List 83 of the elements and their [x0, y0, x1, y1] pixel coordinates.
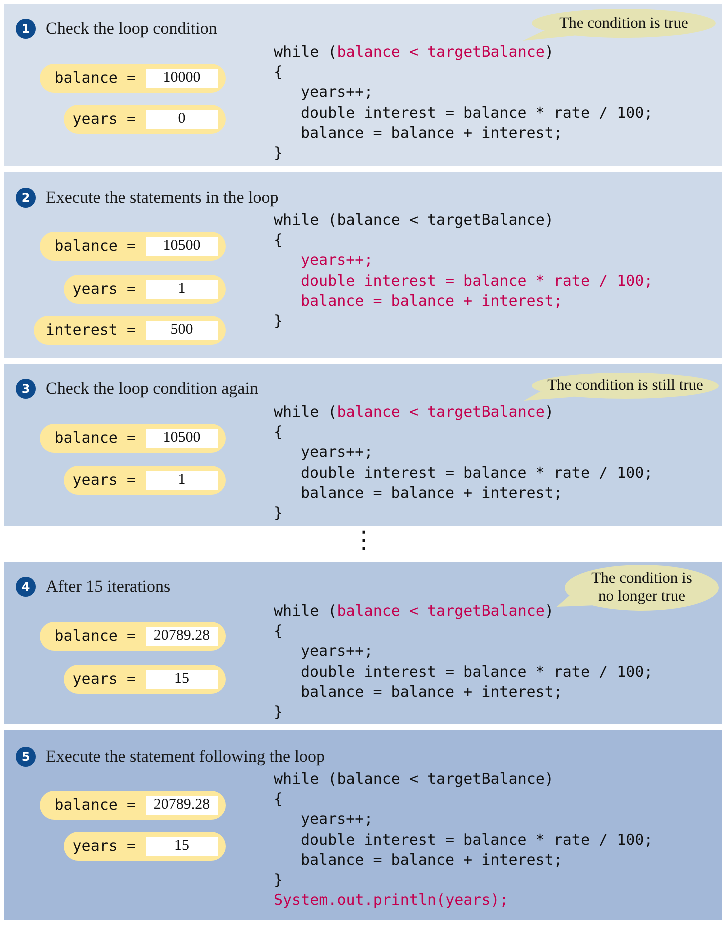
bubble-text: The condition is still true — [546, 377, 704, 395]
variable-tag — [40, 424, 226, 453]
variable-tag — [64, 105, 226, 134]
variable-name: balance = — [54, 237, 136, 256]
value-field: 20789.28 — [146, 627, 218, 646]
value-field: 1 — [146, 280, 218, 299]
code-line: double interest = balance * rate / 100; — [301, 662, 654, 681]
variable-tag — [64, 466, 226, 495]
variable-name: years = — [72, 110, 136, 129]
code-line: years++; — [301, 83, 374, 102]
value-field: 10500 — [146, 237, 218, 256]
variable-tag — [40, 791, 226, 820]
code-line: double interest = balance * rate / 100; — [301, 464, 654, 482]
step-number: 2 — [16, 188, 36, 208]
code-line: balance = balance + interest; — [301, 682, 563, 701]
code-line: double interest = balance * rate / 100; — [301, 272, 654, 290]
variable-name: years = — [72, 837, 136, 856]
value-field: 500 — [146, 321, 218, 340]
step-panel — [4, 364, 722, 526]
code-line: double interest = balance * rate / 100; — [301, 104, 654, 122]
code-line: balance = balance + interest; — [301, 292, 563, 310]
code-line: { — [274, 63, 284, 82]
code-line: { — [274, 790, 284, 808]
code-line: double interest = balance * rate / 100; — [301, 830, 654, 849]
step-heading: Check the loop condition — [46, 19, 218, 39]
variable-name: years = — [72, 471, 136, 490]
code-line: years++; — [301, 251, 374, 270]
bubble-text: The condition is no longer true — [590, 570, 694, 606]
code-line: years++; — [301, 443, 374, 462]
variable-name: balance = — [54, 796, 136, 815]
step-number: 5 — [16, 747, 36, 767]
code-line: while (balance < targetBalance) — [274, 211, 554, 229]
vertical-ellipsis: ⋮ — [352, 527, 376, 553]
step-heading: Execute the statements in the loop — [46, 188, 279, 208]
code-line: balance = balance + interest; — [301, 484, 563, 502]
step-number: 4 — [16, 577, 36, 597]
code-line: while (balance < targetBalance) — [274, 602, 554, 620]
variable-tag — [40, 232, 226, 261]
code-line: while (balance < targetBalance) — [274, 43, 554, 61]
code-line: { — [274, 423, 284, 442]
code-line: { — [274, 231, 284, 250]
value-field: 20789.28 — [146, 796, 218, 815]
code-line: System.out.println(years); — [274, 891, 509, 910]
step-panel — [4, 562, 722, 724]
code-line: } — [274, 312, 284, 330]
variable-name: balance = — [54, 429, 136, 448]
code-line: balance = balance + interest; — [301, 850, 563, 869]
value-field: 15 — [146, 837, 218, 856]
step-number: 3 — [16, 379, 36, 399]
value-field: 0 — [146, 110, 218, 129]
value-field: 10000 — [146, 69, 218, 88]
variable-tag — [64, 275, 226, 304]
code-line: } — [274, 871, 284, 889]
code-line: balance = balance + interest; — [301, 124, 563, 142]
variable-tag — [40, 622, 226, 651]
variable-name: balance = — [54, 69, 136, 88]
step-heading: After 15 iterations — [46, 577, 171, 597]
bubble-text: The condition is true — [558, 14, 690, 32]
variable-tag — [40, 64, 226, 93]
variable-tag — [64, 665, 226, 694]
code-line: while (balance < targetBalance) — [274, 770, 554, 788]
code-line: while (balance < targetBalance) — [274, 403, 554, 421]
variable-tag — [64, 832, 226, 861]
value-field: 10500 — [146, 429, 218, 448]
step-heading: Check the loop condition again — [46, 379, 258, 399]
value-field: 15 — [146, 670, 218, 689]
code-line: } — [274, 703, 284, 721]
code-line: } — [274, 144, 284, 162]
variable-name: interest = — [46, 321, 136, 340]
code-line: } — [274, 504, 284, 522]
step-panel — [4, 4, 722, 166]
step-panel — [4, 730, 722, 920]
step-number: 1 — [16, 19, 36, 39]
step-panel — [4, 172, 722, 358]
variable-name: balance = — [54, 627, 136, 646]
code-line: { — [274, 622, 284, 640]
code-line: years++; — [301, 642, 374, 660]
code-line: years++; — [301, 810, 374, 828]
step-heading: Execute the statement following the loop — [46, 747, 326, 767]
variable-name: years = — [72, 670, 136, 689]
variable-name: years = — [72, 280, 136, 299]
variable-tag — [34, 316, 226, 345]
value-field: 1 — [146, 471, 218, 490]
